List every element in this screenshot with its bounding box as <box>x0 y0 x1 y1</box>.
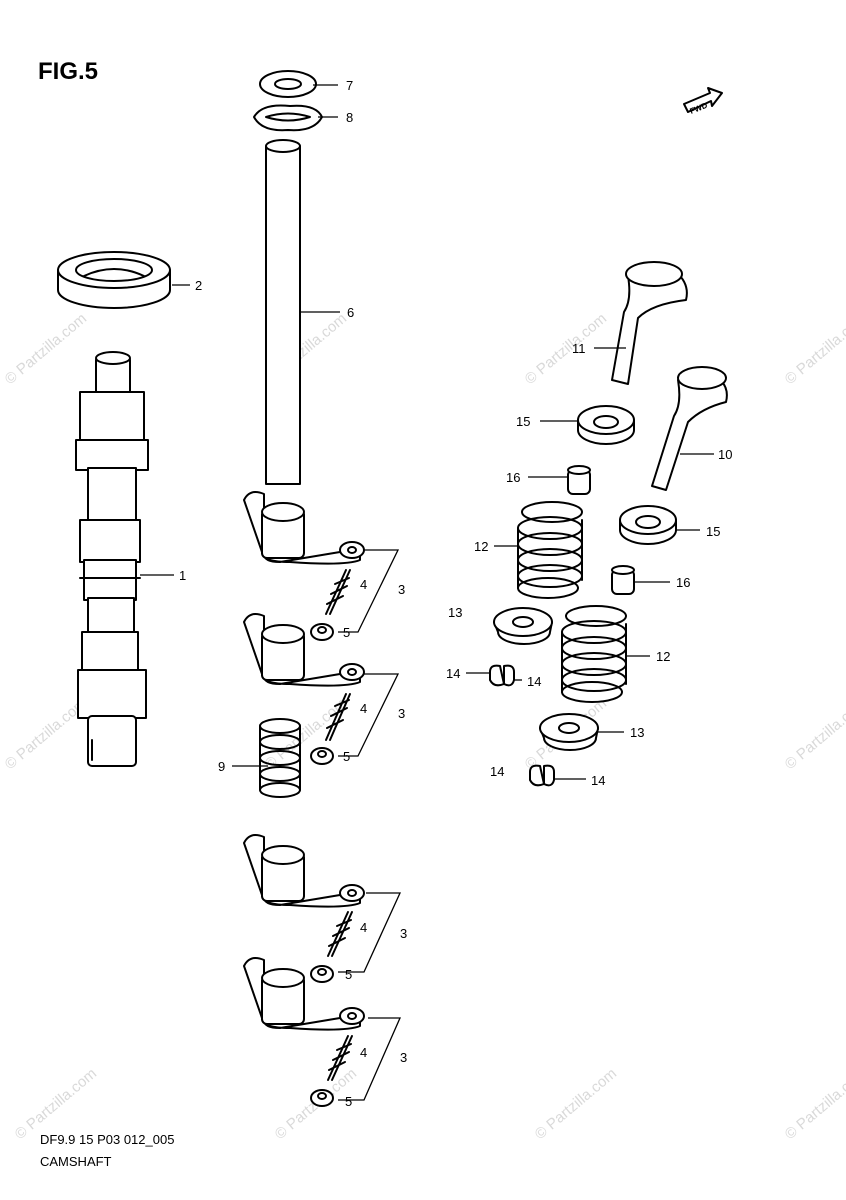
callout-3: 3 <box>400 926 407 941</box>
callout-5: 5 <box>345 1094 352 1109</box>
part-rocker-shaft <box>265 139 301 485</box>
watermark: © Partzilla.com <box>782 695 846 773</box>
callout-3: 3 <box>400 1050 407 1065</box>
callouts: 1 2 6 7 8 9 4 3 5 4 3 5 4 3 5 4 3 5 11 1… <box>179 78 732 1109</box>
callout-12: 12 <box>656 649 670 664</box>
watermark: © Partzilla.com <box>2 310 90 388</box>
callout-11: 11 <box>572 341 586 356</box>
part-valve-cotter <box>529 764 555 787</box>
part-spring-seat <box>619 505 677 545</box>
callout-4: 4 <box>360 701 367 716</box>
callout-15: 15 <box>706 524 720 539</box>
part-lock-nut <box>310 623 334 641</box>
part-lock-nut <box>310 965 334 983</box>
callout-2: 2 <box>195 278 202 293</box>
part-adjust-screw <box>325 569 351 615</box>
callout-16: 16 <box>506 470 520 485</box>
figure-code: DF9.9 15 P03 012_005 <box>40 1132 174 1147</box>
watermark: © Partzilla.com <box>522 310 610 388</box>
part-camshaft <box>75 351 149 767</box>
watermark: © Partzilla.com <box>782 310 846 388</box>
part-rocker-arm <box>243 491 365 565</box>
part-adjust-screw <box>327 1035 353 1081</box>
part-stem-seal <box>611 565 635 595</box>
callout-16: 16 <box>676 575 690 590</box>
part-valve-spring <box>561 605 627 703</box>
part-spring-retainer <box>493 607 553 645</box>
part-oil-seal <box>57 251 171 309</box>
fwd-arrow-icon: FWD <box>683 87 723 116</box>
part-stem-seal <box>567 465 591 495</box>
fwd-arrow-label: FWD <box>688 101 708 116</box>
callout-14: 14 <box>527 674 541 689</box>
part-valve-intake <box>611 261 688 385</box>
part-rocker-arm <box>243 957 365 1031</box>
callout-1: 1 <box>179 568 186 583</box>
callout-15: 15 <box>516 414 530 429</box>
callout-6: 6 <box>347 305 354 320</box>
callout-3: 3 <box>398 582 405 597</box>
part-spring-seat <box>577 405 635 445</box>
part-rocker-spring <box>259 718 301 798</box>
watermark: © Partzilla.com <box>2 695 90 773</box>
watermark: © Partzilla.com <box>262 695 350 773</box>
part-adjust-screw <box>327 911 353 957</box>
part-lock-nut <box>310 747 334 765</box>
part-valve-exhaust <box>651 366 728 491</box>
part-valve-cotter <box>489 664 515 687</box>
watermark: © Partzilla.com <box>782 1065 846 1143</box>
part-lock-nut <box>310 1089 334 1107</box>
leader-lines <box>140 84 714 1101</box>
callout-13: 13 <box>448 605 462 620</box>
part-rocker-arm <box>243 834 365 908</box>
callout-14: 14 <box>490 764 504 779</box>
callout-12: 12 <box>474 539 488 554</box>
callout-9: 9 <box>218 759 225 774</box>
part-valve-spring <box>517 501 583 599</box>
watermark: © Partzilla.com <box>532 1065 620 1143</box>
part-spring-retainer <box>539 713 599 751</box>
callout-5: 5 <box>343 625 350 640</box>
callout-8: 8 <box>346 110 353 125</box>
callout-10: 10 <box>718 447 732 462</box>
figure-title: FIG.5 <box>38 58 98 85</box>
callout-14: 14 <box>446 666 460 681</box>
callout-5: 5 <box>343 749 350 764</box>
callout-13: 13 <box>630 725 644 740</box>
callout-5: 5 <box>345 967 352 982</box>
part-seal-top <box>259 70 317 98</box>
callout-4: 4 <box>360 1045 367 1060</box>
part-gasket <box>253 104 323 132</box>
callout-3: 3 <box>398 706 405 721</box>
callout-14: 14 <box>591 773 605 788</box>
part-adjust-screw <box>325 693 351 741</box>
callout-7: 7 <box>346 78 353 93</box>
part-rocker-arm <box>243 613 365 687</box>
figure-name: CAMSHAFT <box>40 1154 112 1169</box>
callout-4: 4 <box>360 920 367 935</box>
callout-4: 4 <box>360 577 367 592</box>
